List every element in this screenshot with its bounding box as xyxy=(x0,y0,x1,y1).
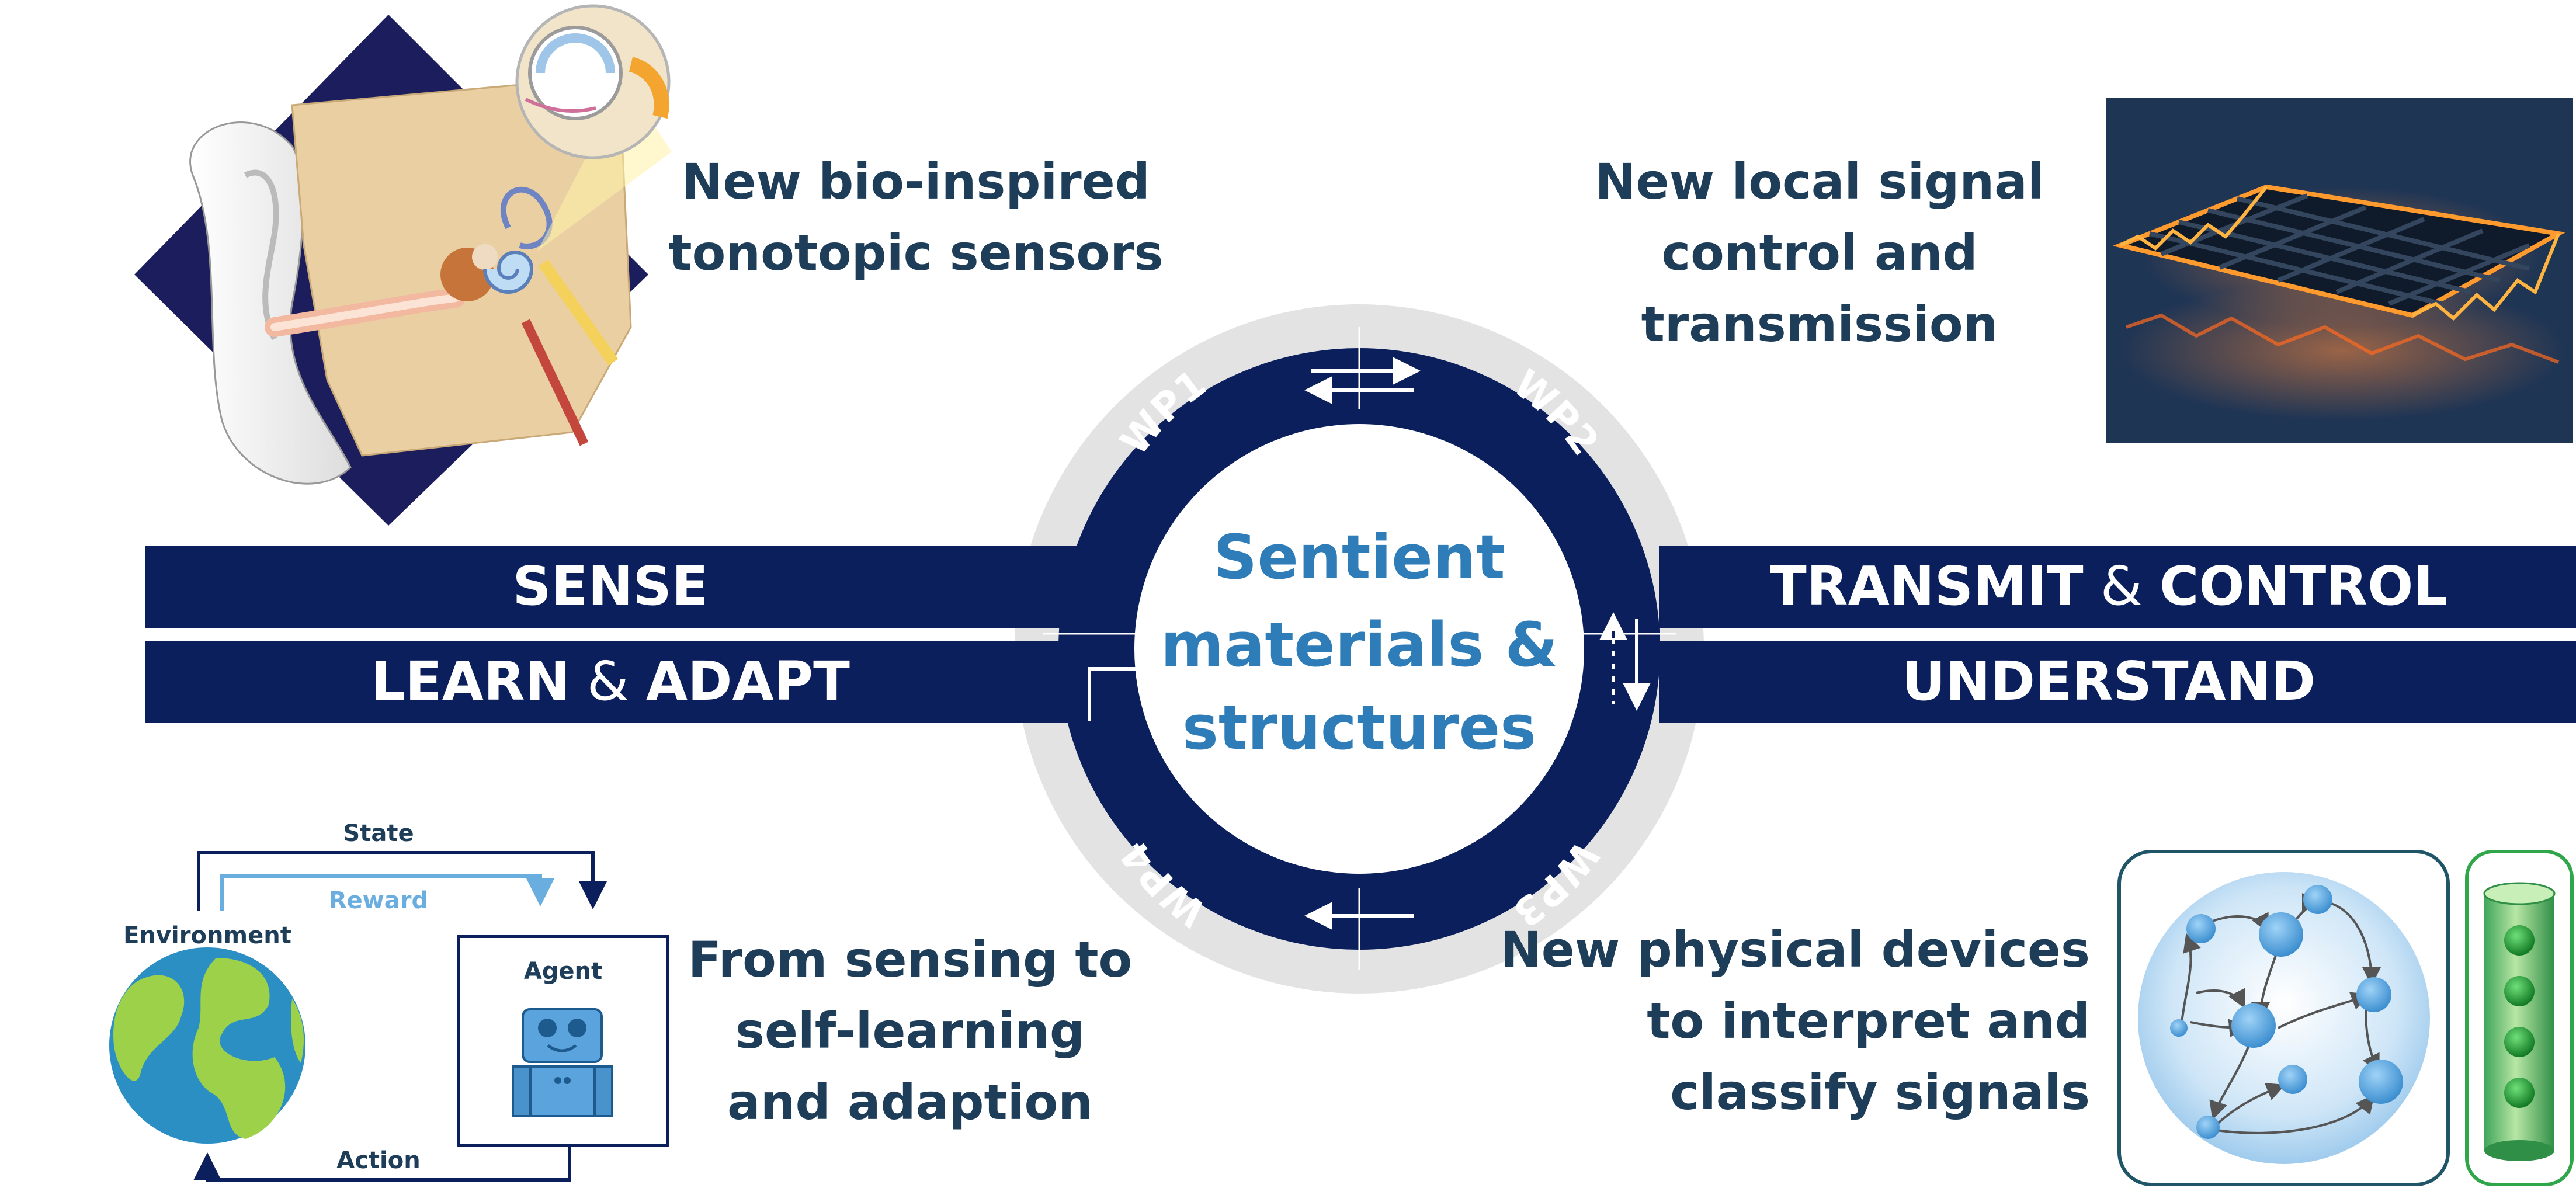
center-title-line3: structures xyxy=(1182,692,1536,763)
neural-network-sphere-icon xyxy=(2117,850,2450,1186)
caption-bottom-right-line2: to interpret and xyxy=(1647,992,2090,1050)
center-disc xyxy=(1134,424,1584,874)
rl-loop-diagram: State Reward Environment Action Agent xyxy=(109,820,669,1182)
band-label-sense: SENSE xyxy=(512,555,708,617)
caption-top-left-line2: tonotopic sensors xyxy=(668,224,1163,282)
band-transmit-control xyxy=(1659,546,2576,628)
device-cylinder-icon xyxy=(2465,850,2574,1186)
band-label-amp-right: & xyxy=(2084,555,2160,617)
band-label-adapt: ADAPT xyxy=(646,650,850,713)
caption-bottom-right: New physical devices to interpret and cl… xyxy=(1500,921,2090,1121)
mesh-lattice-illustration xyxy=(2106,98,2573,443)
agent-label: Agent xyxy=(524,958,602,985)
center-title-line2: materials & xyxy=(1161,609,1558,680)
caption-bottom-left-line2: self-learning xyxy=(735,1002,1085,1060)
reward-arrow xyxy=(220,874,554,911)
earth-icon xyxy=(109,947,305,1144)
band-label-transmit: TRANSMIT xyxy=(1770,555,2084,617)
environment-label: Environment xyxy=(123,922,291,949)
caption-top-right-line2: control and xyxy=(1661,224,1977,282)
band-label-amp-left: & xyxy=(570,650,646,713)
caption-bottom-left: From sensing to self-learning and adapti… xyxy=(688,931,1133,1131)
band-label-control: CONTROL xyxy=(2160,555,2447,617)
caption-bottom-left-line3: and adaption xyxy=(727,1074,1093,1131)
band-label-transmit-control: TRANSMIT & CONTROL xyxy=(1770,555,2447,617)
reward-label: Reward xyxy=(329,887,428,914)
action-label: Action xyxy=(336,1147,420,1174)
action-arrow xyxy=(193,1139,571,1182)
center-title-line1: Sentient xyxy=(1213,522,1505,593)
band-label-learn: LEARN xyxy=(371,650,570,713)
ear-anatomy-illustration xyxy=(134,4,672,526)
caption-top-right: New local signal control and transmissio… xyxy=(1595,153,2044,353)
caption-top-left: New bio-inspired tonotopic sensors xyxy=(668,153,1163,282)
robot-icon xyxy=(512,1008,613,1117)
state-arrow xyxy=(197,851,607,911)
caption-bottom-left-line1: From sensing to xyxy=(688,931,1133,988)
caption-top-right-line3: transmission xyxy=(1641,296,1998,353)
caption-top-right-line1: New local signal xyxy=(1595,153,2044,210)
caption-bottom-right-line3: classify signals xyxy=(1670,1064,2090,1121)
band-label-learn-adapt: LEARN & ADAPT xyxy=(371,650,850,713)
caption-bottom-right-line1: New physical devices xyxy=(1500,921,2090,978)
band-sense xyxy=(145,546,1115,628)
state-label: State xyxy=(343,820,414,847)
band-understand xyxy=(1659,641,2576,723)
band-label-understand: UNDERSTAND xyxy=(1902,650,2315,713)
band-learn-adapt xyxy=(145,641,1115,723)
caption-top-left-line1: New bio-inspired xyxy=(682,153,1150,210)
